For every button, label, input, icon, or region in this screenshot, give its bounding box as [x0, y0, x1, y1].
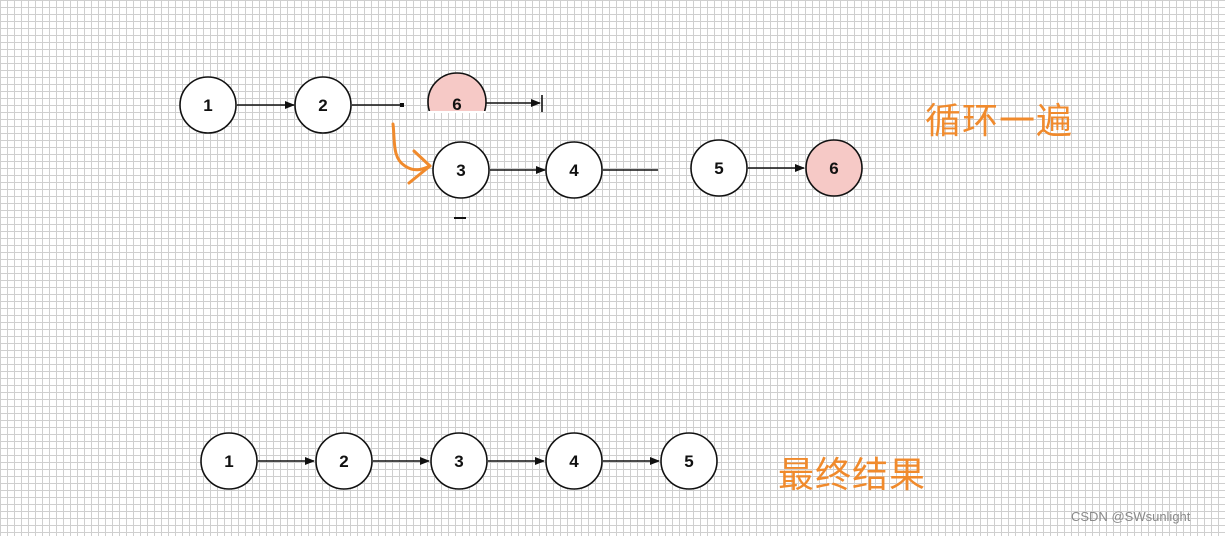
svg-text:2: 2 — [339, 452, 348, 471]
svg-text:5: 5 — [684, 452, 693, 471]
list-node-6-label: 6 — [452, 95, 461, 114]
list-node-3: 3 — [432, 141, 490, 199]
result-node-2: 2 — [315, 432, 373, 490]
svg-text:6: 6 — [829, 159, 838, 178]
result-node-4: 4 — [545, 432, 603, 490]
list-node-5: 5 — [690, 139, 748, 197]
svg-text:3: 3 — [456, 161, 465, 180]
svg-text:1: 1 — [203, 96, 212, 115]
svg-text:3: 3 — [454, 452, 463, 471]
list-node-1: 1 — [179, 76, 237, 134]
svg-text:2: 2 — [318, 96, 327, 115]
list-node-4: 4 — [545, 141, 603, 199]
svg-text:1: 1 — [224, 452, 233, 471]
redirect-arrow-head — [407, 149, 432, 185]
arrow-stub — [400, 103, 404, 107]
list-node-6: 6 — [805, 139, 863, 197]
result-node-5: 5 — [660, 432, 718, 490]
result-node-1: 1 — [200, 432, 258, 490]
annotation-final-result: 最终结果 — [778, 455, 927, 496]
svg-text:4: 4 — [569, 452, 579, 471]
annotation-loop-once: 循环一遍 — [925, 101, 1074, 142]
redirect-arrow — [391, 122, 432, 172]
list-node-2: 2 — [294, 76, 352, 134]
svg-text:5: 5 — [714, 159, 723, 178]
result-node-3: 3 — [430, 432, 488, 490]
list-node-6-removed — [427, 72, 487, 113]
watermark: CSDN @SWsunlight — [1071, 509, 1191, 524]
svg-text:4: 4 — [569, 161, 579, 180]
